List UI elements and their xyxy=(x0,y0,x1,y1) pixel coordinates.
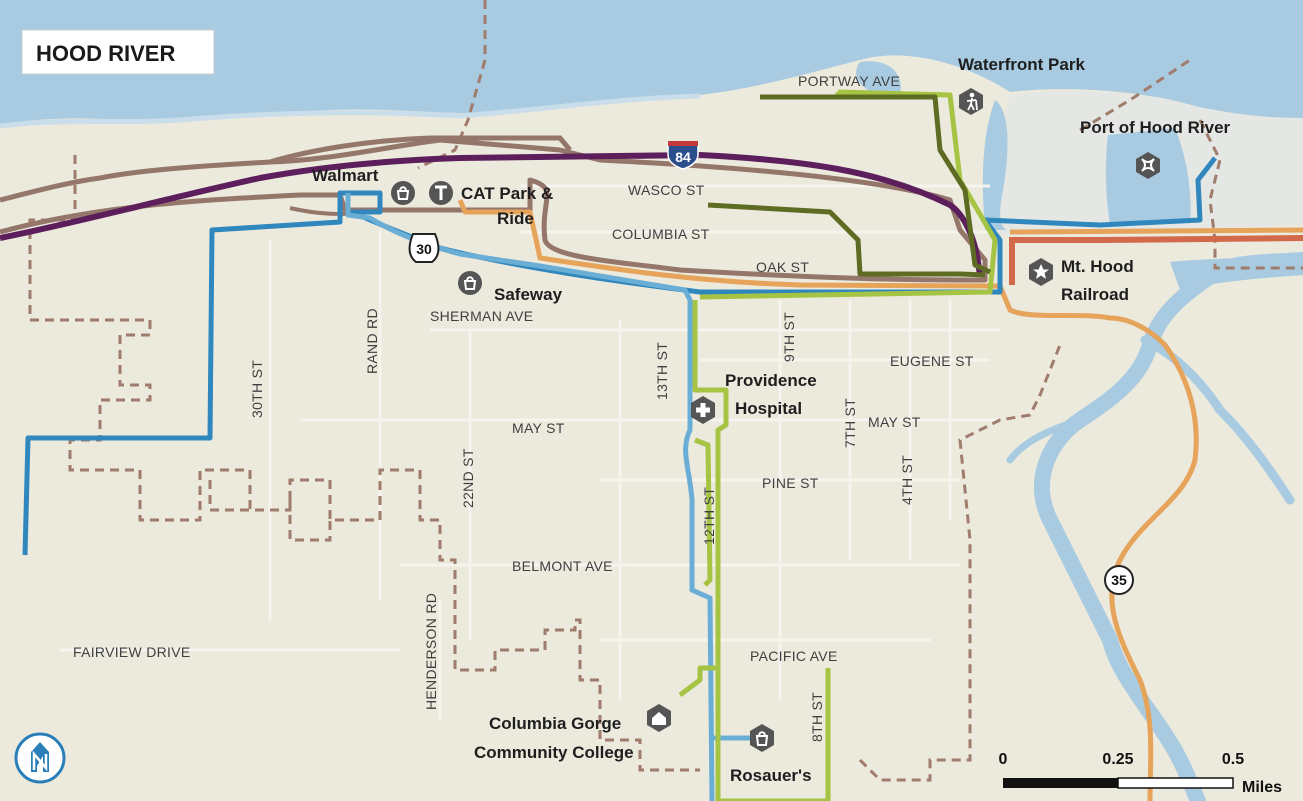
street-belmont: BELMONT AVE xyxy=(512,558,613,574)
street-oak: OAK ST xyxy=(756,259,809,275)
poi-mthood-2: Railroad xyxy=(1061,285,1129,304)
street-22nd: 22ND ST xyxy=(460,448,476,508)
street-13th: 13TH ST xyxy=(654,342,670,400)
street-eugene: EUGENE ST xyxy=(890,353,974,369)
interstate-84-shield: 84 xyxy=(667,141,699,170)
scale-tick-05: 0.5 xyxy=(1222,751,1244,768)
street-may-west: MAY ST xyxy=(512,420,565,436)
route-olive[interactable] xyxy=(707,94,992,278)
street-pacific: PACIFIC AVE xyxy=(750,648,838,664)
route-brown-north[interactable] xyxy=(269,135,572,165)
poi-mthood-1: Mt. Hood xyxy=(1061,257,1134,276)
school-icon[interactable] xyxy=(647,704,671,732)
map-title: HOOD RIVER xyxy=(36,41,175,66)
hiker-icon[interactable] xyxy=(959,88,983,115)
street-wasco: WASCO ST xyxy=(628,182,705,198)
street-30th: 30TH ST xyxy=(249,360,265,418)
street-columbia: COLUMBIA ST xyxy=(612,226,710,242)
transit-icon[interactable] xyxy=(429,181,453,205)
route-orange-rail[interactable] xyxy=(1009,227,1303,235)
poi-rosauers: Rosauer's xyxy=(730,766,812,785)
hospital-cross-icon[interactable] xyxy=(691,396,715,424)
airport-icon[interactable] xyxy=(1136,152,1160,179)
shopping-icon[interactable] xyxy=(391,181,415,205)
or-35-shield: 35 xyxy=(1104,565,1134,595)
street-henderson: HENDERSON RD xyxy=(423,593,439,710)
poi-port: Port of Hood River xyxy=(1080,118,1231,137)
scale-bar: 0 0.25 0.5 Miles xyxy=(999,751,1283,796)
street-grid xyxy=(60,184,1000,720)
route-purple[interactable] xyxy=(0,152,983,276)
poi-walmart: Walmart xyxy=(312,166,379,185)
street-may-east: MAY ST xyxy=(868,414,921,430)
poi-college-2: Community College xyxy=(474,743,634,762)
poi-providence-2: Hospital xyxy=(735,399,802,418)
scale-tick-0: 0 xyxy=(999,751,1008,768)
street-7th: 7TH ST xyxy=(842,398,858,448)
poi-cat-park-1: CAT Park & xyxy=(461,184,553,203)
poi-providence-1: Providence xyxy=(725,371,817,390)
route-lime[interactable] xyxy=(678,89,998,801)
hood-river-branch-2 xyxy=(1006,416,1084,464)
street-rand: RAND RD xyxy=(364,308,380,374)
shopping-icon-safeway[interactable] xyxy=(458,271,482,295)
route-red[interactable] xyxy=(1009,235,1303,285)
grocery-icon[interactable] xyxy=(750,724,774,752)
street-fairview: FAIRVIEW DRIVE xyxy=(73,644,191,660)
title-box: HOOD RIVER xyxy=(21,29,215,75)
interstate-84-label: 84 xyxy=(675,149,691,165)
hood-river-delta xyxy=(1170,256,1303,290)
north-arrow-icon xyxy=(14,732,66,784)
or-35-label: 35 xyxy=(1111,572,1127,588)
us-30-label: 30 xyxy=(416,241,432,257)
star-icon[interactable] xyxy=(1029,258,1053,286)
street-pine: PINE ST xyxy=(762,475,819,491)
marina-lagoon-west xyxy=(982,100,1008,230)
street-sherman: SHERMAN AVE xyxy=(430,308,533,324)
us-30-shield: 30 xyxy=(408,233,440,263)
shoreline xyxy=(0,93,701,129)
street-4th: 4TH ST xyxy=(899,455,915,505)
waterfront-lagoon xyxy=(856,61,901,95)
street-9th: 9TH ST xyxy=(781,312,797,362)
street-portway: PORTWAY AVE xyxy=(798,73,900,89)
route-orange[interactable] xyxy=(457,199,1199,801)
route-brown[interactable] xyxy=(0,137,988,283)
poi-cat-park-2: Ride xyxy=(497,209,534,228)
street-12th: 12TH ST xyxy=(701,487,717,545)
street-8th: 8TH ST xyxy=(809,692,825,742)
columbia-river xyxy=(0,0,1303,124)
scale-tick-025: 0.25 xyxy=(1102,751,1133,768)
poi-waterfront: Waterfront Park xyxy=(958,55,1085,74)
poi-college-1: Columbia Gorge xyxy=(489,714,621,733)
scale-unit: Miles xyxy=(1242,779,1282,796)
poi-safeway: Safeway xyxy=(494,285,563,304)
